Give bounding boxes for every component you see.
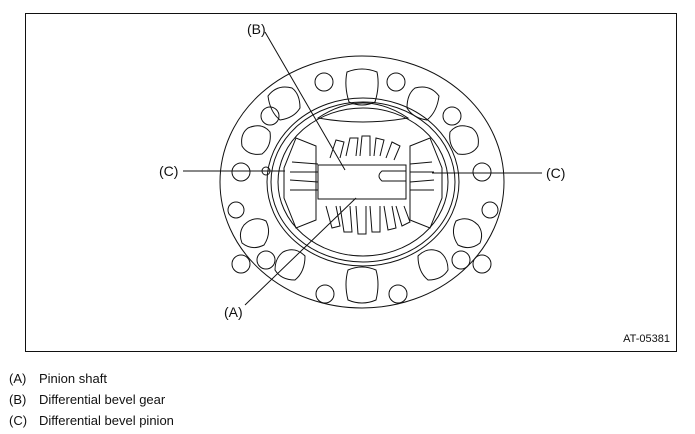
- leader-b: [264, 31, 346, 171]
- callout-a: (A): [224, 304, 243, 320]
- pinion-teeth: [289, 161, 435, 191]
- flange-outer-rim: [219, 55, 505, 309]
- bevel-gear-teeth-top: [329, 135, 401, 161]
- figure-id: AT-05381: [623, 333, 670, 345]
- legend-key: (A): [9, 371, 27, 386]
- lightening-cutouts: [239, 68, 483, 304]
- figure-frame: AT-05381: [25, 13, 677, 352]
- legend-key: (C): [9, 413, 28, 428]
- callout-c-right: (C): [546, 165, 566, 181]
- bolt-holes: [227, 72, 499, 304]
- bevel-gear-teeth-bottom: [325, 205, 411, 235]
- legend-text: Pinion shaft: [39, 371, 107, 386]
- callout-b: (B): [247, 21, 266, 37]
- legend-text: Differential bevel gear: [39, 392, 166, 407]
- legend-text: Differential bevel pinion: [39, 413, 174, 428]
- legend-item: (B) Differential bevel gear: [9, 389, 174, 410]
- callout-c-left: (C): [159, 163, 179, 179]
- legend-key: (B): [9, 392, 27, 407]
- legend: (A) Pinion shaft (B) Differential bevel …: [9, 368, 174, 431]
- legend-item: (C) Differential bevel pinion: [9, 410, 174, 431]
- leader-a: [244, 197, 357, 306]
- legend-item: (A) Pinion shaft: [9, 368, 174, 389]
- pinion-shaft: [317, 164, 407, 200]
